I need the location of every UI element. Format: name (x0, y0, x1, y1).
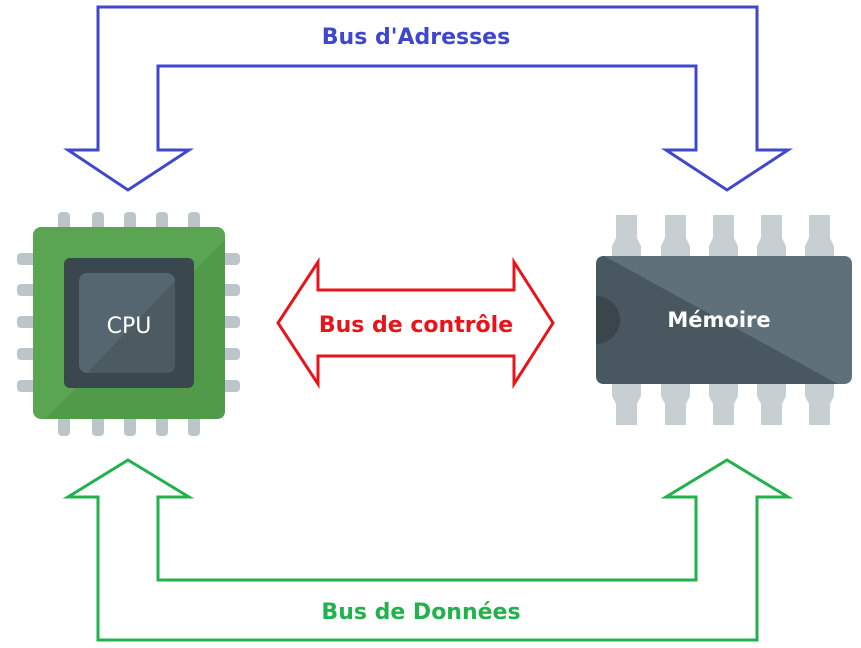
control-bus-arrow (276, 256, 555, 390)
cpu-label: CPU (107, 314, 152, 339)
address-bus-label: Bus d'Adresses (322, 25, 510, 50)
memory-chip-icon (596, 215, 852, 425)
memory-label: Mémoire (667, 308, 770, 332)
control-bus-label: Bus de contrôle (319, 313, 513, 338)
data-bus-arrow (62, 458, 794, 642)
cpu-chip-icon (17, 212, 240, 436)
data-bus-label: Bus de Données (321, 600, 520, 625)
address-bus-arrow (63, 5, 794, 192)
